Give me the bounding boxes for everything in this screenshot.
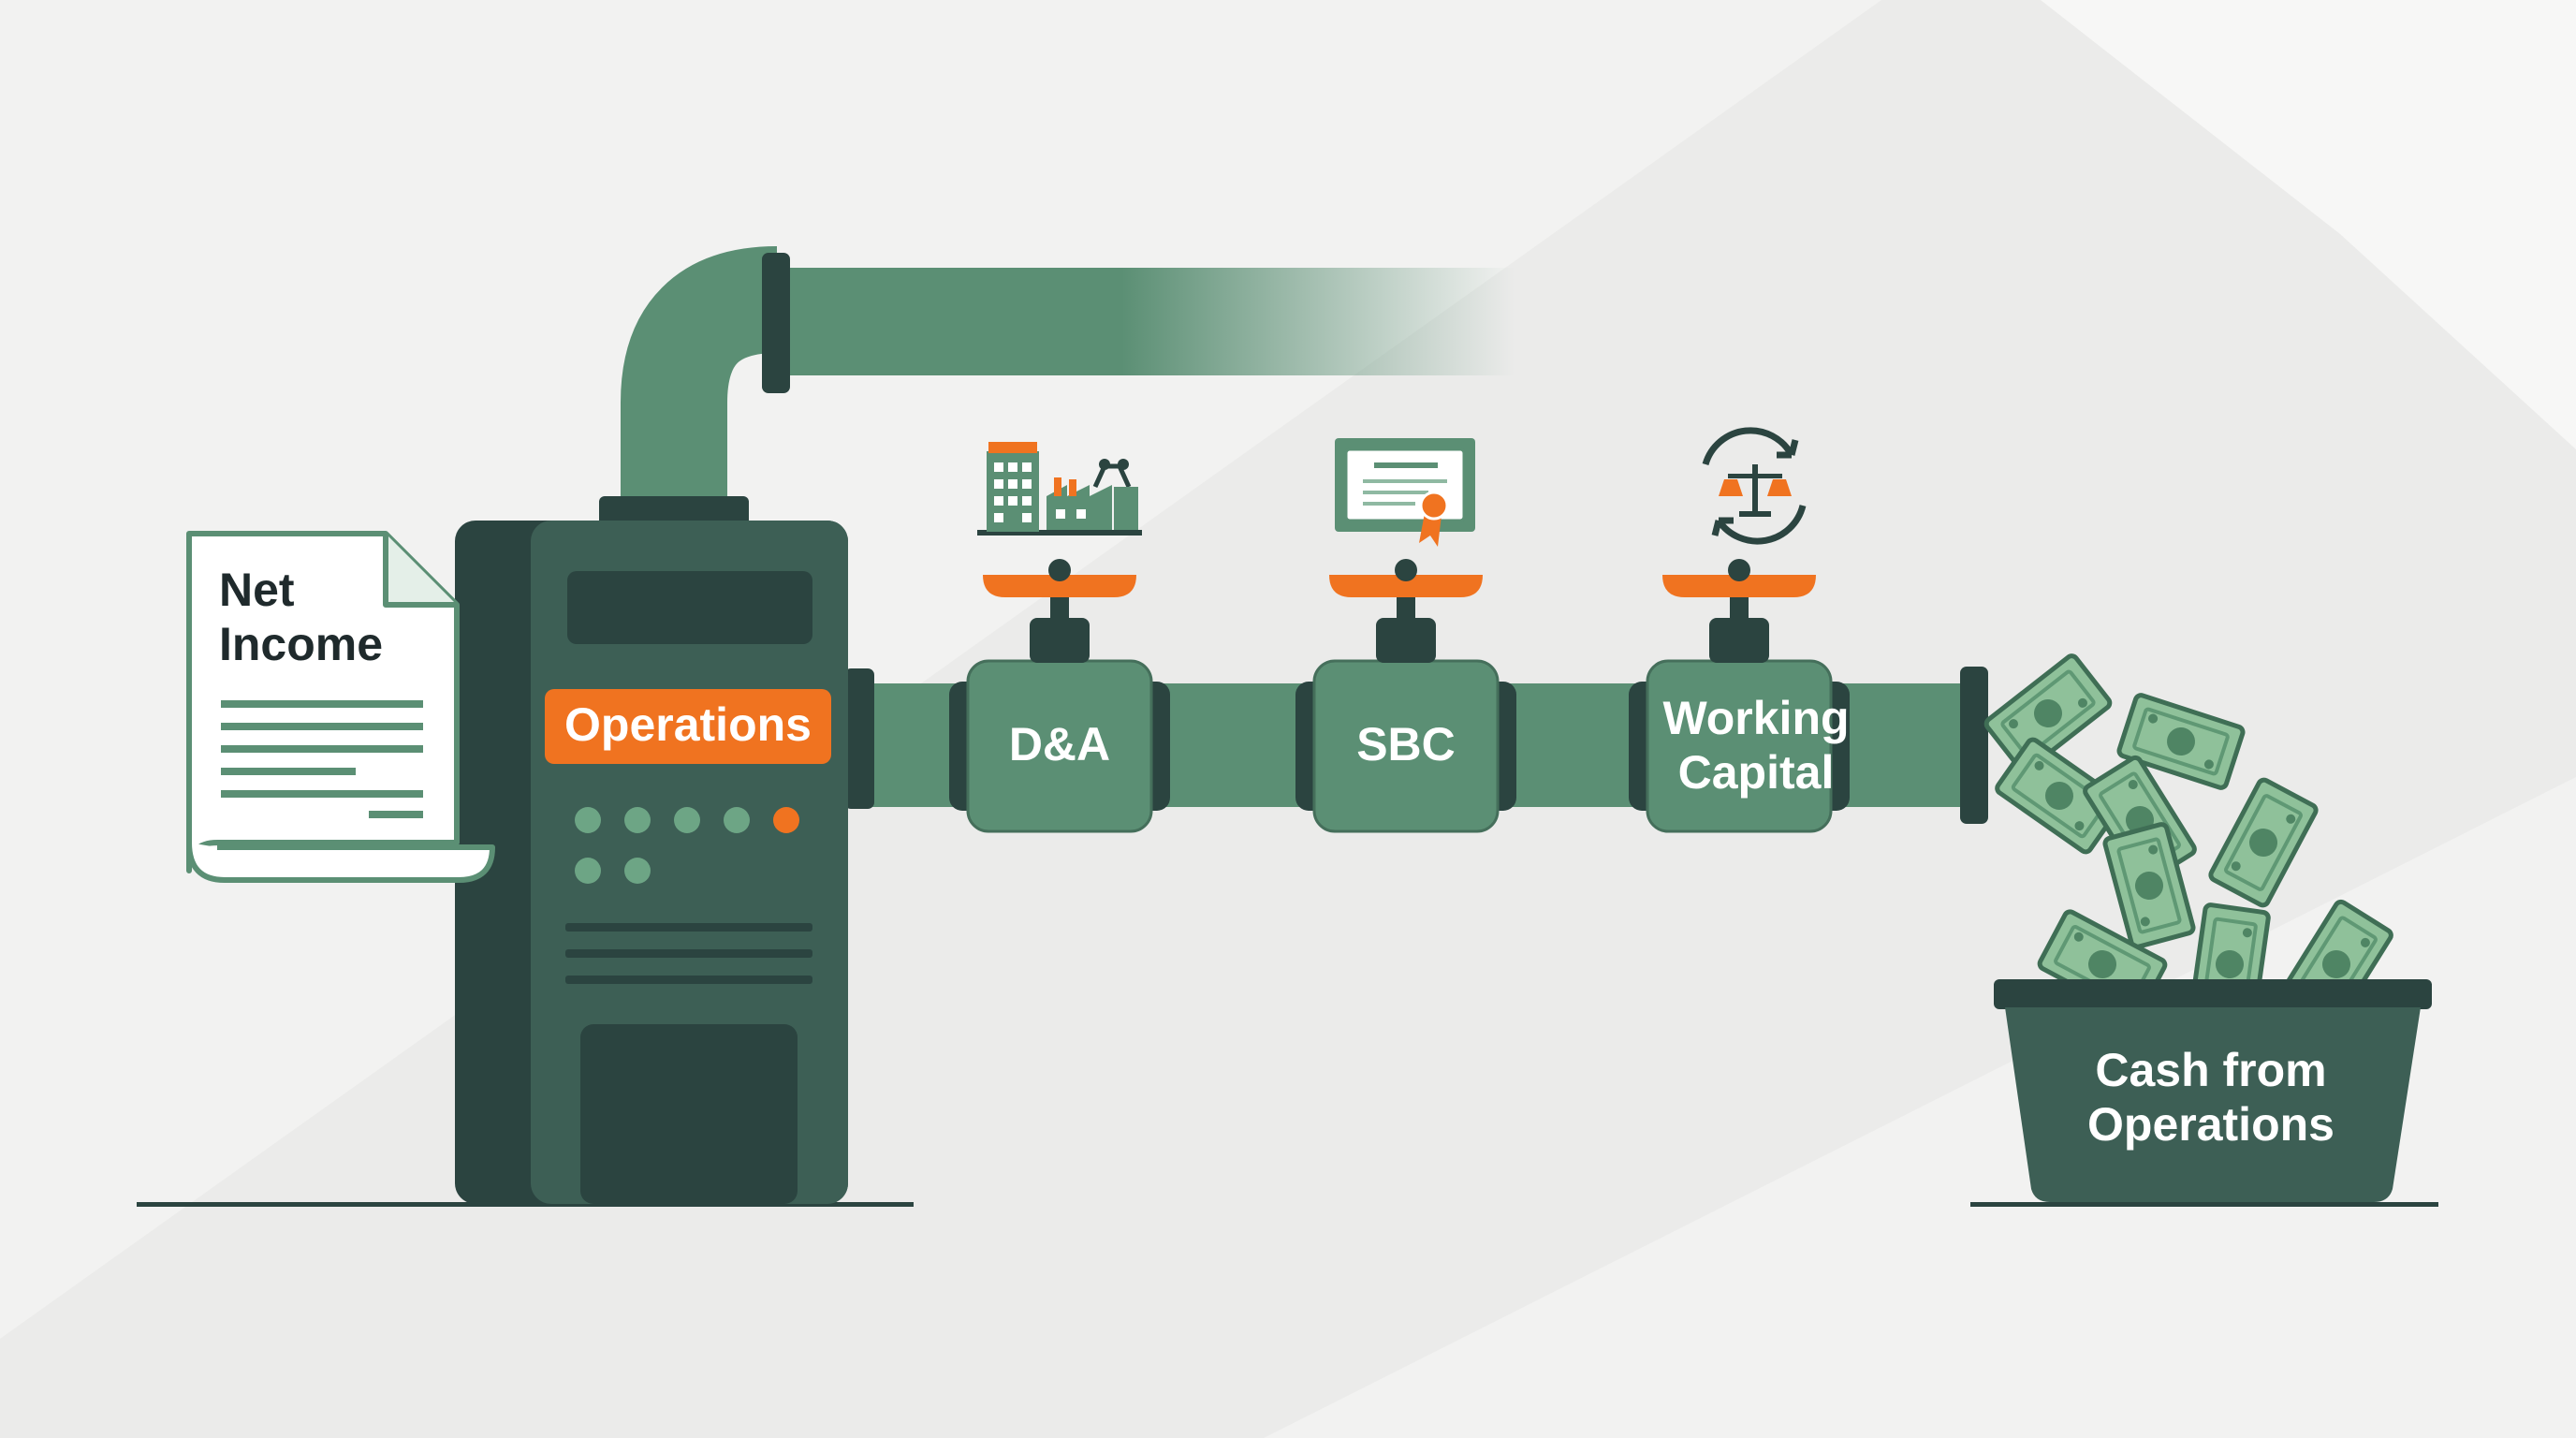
valve-d-and-a: D&A bbox=[949, 442, 1170, 833]
document-text-lines bbox=[221, 700, 423, 818]
valve-sbc: SBC bbox=[1295, 438, 1516, 833]
ground-lines bbox=[137, 1202, 2438, 1207]
bin-label-line2: Operations bbox=[2087, 1098, 2334, 1151]
operations-label: Operations bbox=[564, 698, 812, 751]
valve-handle bbox=[1662, 575, 1816, 597]
valve-working-capital: Working Capital bbox=[1629, 427, 1850, 833]
machine-door bbox=[580, 1024, 798, 1204]
net-income-title-line1: Net bbox=[219, 564, 295, 616]
certificate-icon bbox=[1335, 438, 1475, 547]
factory-buildings-icon bbox=[977, 442, 1142, 536]
net-income-title-line2: Income bbox=[219, 618, 383, 670]
operations-label-plate bbox=[545, 689, 831, 764]
scale-cycle-icon bbox=[1702, 427, 1807, 545]
bin-label-line1: Cash from bbox=[2095, 1044, 2326, 1096]
valve-label-working: Working bbox=[1662, 692, 1849, 744]
net-income-document: Net Income bbox=[186, 531, 495, 883]
valve-label-sbc: SBC bbox=[1356, 718, 1456, 770]
valve-label-capital: Capital bbox=[1678, 746, 1835, 799]
indicator-lights bbox=[575, 807, 799, 884]
cash-from-operations-bin: Cash from Operations bbox=[1994, 979, 2432, 1202]
valve-handle bbox=[983, 575, 1136, 597]
valve-label-d-and-a: D&A bbox=[1009, 718, 1110, 770]
inlet-pipe bbox=[621, 246, 1515, 496]
vent-lines bbox=[565, 923, 812, 984]
valve-handle bbox=[1329, 575, 1483, 597]
operations-machine: Operations bbox=[455, 496, 848, 1204]
